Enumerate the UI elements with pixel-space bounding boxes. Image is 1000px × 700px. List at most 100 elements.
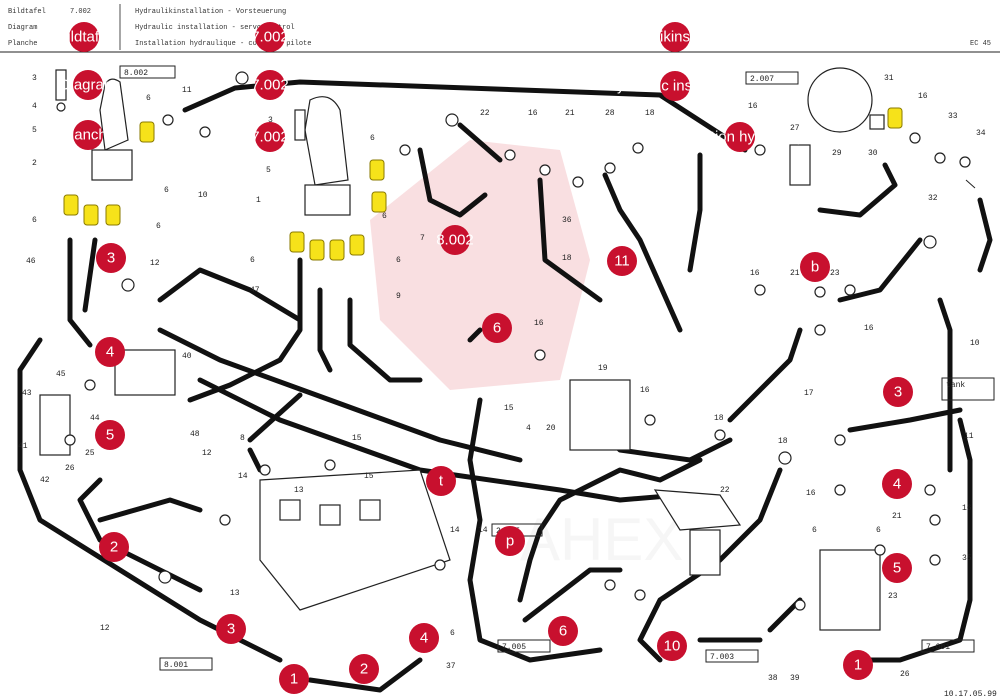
svg-text:1: 1	[290, 671, 298, 688]
marker[interactable]: 4	[95, 337, 125, 367]
marker[interactable]: Hydraulikinstallation	[608, 22, 742, 52]
svg-text:13: 13	[230, 589, 240, 598]
marker[interactable]: 7.002	[251, 22, 289, 52]
svg-text:10: 10	[198, 191, 208, 200]
svg-text:8.002: 8.002	[436, 232, 474, 249]
svg-text:20: 20	[546, 424, 556, 433]
svg-text:6: 6	[164, 186, 169, 195]
marker[interactable]: 7.002	[251, 122, 289, 152]
marker[interactable]: 1	[279, 664, 309, 694]
svg-text:6: 6	[382, 212, 387, 221]
svg-text:12: 12	[150, 259, 160, 268]
marker[interactable]: p	[495, 526, 525, 556]
svg-text:16: 16	[918, 92, 928, 101]
svg-text:46: 46	[26, 257, 36, 266]
svg-text:6: 6	[876, 526, 881, 535]
svg-text:17: 17	[804, 389, 814, 398]
swivel-block	[789, 144, 811, 186]
svg-text:25: 25	[85, 449, 95, 458]
marker[interactable]: 5	[95, 420, 125, 450]
part-numbers: 3 4 5 2 6 46 12 6 11 6 10 6 3 5 1 6 6 7 …	[18, 74, 986, 683]
joystick-left	[55, 69, 133, 181]
svg-text:6: 6	[156, 222, 161, 231]
svg-text:3: 3	[268, 116, 273, 125]
svg-text:21: 21	[565, 109, 575, 118]
svg-text:39: 39	[790, 674, 800, 683]
svg-text:11: 11	[964, 432, 974, 441]
ref-label: 7.005	[502, 643, 526, 652]
line-connection-circles	[121, 71, 976, 584]
svg-text:7.002: 7.002	[251, 77, 289, 94]
svg-text:26: 26	[900, 670, 910, 679]
marker[interactable]: Diagram	[60, 70, 117, 100]
marker[interactable]: 6	[548, 616, 578, 646]
svg-text:Hydraulic installation: Hydraulic installation	[606, 78, 744, 95]
marker[interactable]: 3	[883, 377, 913, 407]
yellow-fittings	[63, 107, 903, 261]
svg-text:8: 8	[240, 434, 245, 443]
title-en: Hydraulic installation - servo control	[135, 24, 295, 32]
svg-text:14: 14	[478, 526, 488, 535]
marker[interactable]: 2	[349, 654, 379, 684]
svg-text:Hydraulikinstallation: Hydraulikinstallation	[608, 29, 741, 46]
svg-text:Installation hydraulique: Installation hydraulique	[663, 129, 816, 146]
svg-text:15: 15	[352, 434, 362, 443]
marker[interactable]: 2	[99, 532, 129, 562]
svg-text:35: 35	[962, 554, 972, 563]
marker[interactable]: Hydraulic installation	[606, 71, 744, 101]
marker[interactable]: b	[800, 252, 830, 282]
marker[interactable]: 10	[657, 631, 687, 661]
svg-text:5: 5	[106, 427, 114, 444]
marker[interactable]: 7.002	[251, 70, 289, 100]
marker[interactable]: 5	[882, 553, 912, 583]
svg-text:27: 27	[790, 124, 800, 133]
fittings	[64, 114, 971, 611]
marker[interactable]: 4	[409, 623, 439, 653]
svg-text:6: 6	[396, 256, 401, 265]
marker[interactable]: 11	[607, 246, 637, 276]
svg-text:34: 34	[976, 129, 986, 138]
svg-text:18: 18	[778, 437, 788, 446]
marker[interactable]: Installation hydraulique	[663, 122, 817, 152]
marker[interactable]: 3	[216, 614, 246, 644]
svg-text:6: 6	[32, 216, 37, 225]
svg-text:5: 5	[893, 560, 901, 577]
header-row-label: Bildtafel	[8, 8, 46, 16]
svg-text:3: 3	[32, 74, 37, 83]
svg-text:7.002: 7.002	[251, 129, 289, 146]
ref-label: 2.007	[750, 75, 774, 84]
watermark-logo: AHEX	[370, 140, 683, 573]
svg-text:12: 12	[202, 449, 212, 458]
marker[interactable]: 4	[882, 469, 912, 499]
marker[interactable]: 6	[482, 313, 512, 343]
marker[interactable]: 3	[96, 243, 126, 273]
svg-text:19: 19	[598, 364, 608, 373]
header-row-label: Diagram	[8, 24, 37, 32]
marker[interactable]: t	[426, 466, 456, 496]
ref-label: 8.001	[164, 661, 188, 670]
marker[interactable]: 1	[843, 650, 873, 680]
pedal	[653, 489, 742, 576]
svg-text:16: 16	[806, 489, 816, 498]
control-valve-block	[259, 469, 451, 611]
svg-text:30: 30	[868, 149, 878, 158]
ref-label: 7.001	[926, 643, 950, 652]
marker[interactable]: 8.002	[436, 225, 474, 255]
svg-text:Bildtafel: Bildtafel	[57, 29, 110, 46]
svg-text:7.002: 7.002	[251, 29, 289, 46]
svg-text:4: 4	[106, 344, 114, 361]
marker[interactable]: Bildtafel	[57, 22, 111, 52]
svg-text:2: 2	[110, 539, 118, 556]
svg-text:33: 33	[948, 112, 958, 121]
svg-text:6: 6	[493, 320, 501, 337]
marker[interactable]: Planche	[61, 120, 115, 150]
svg-text:11: 11	[614, 253, 630, 270]
svg-text:14: 14	[450, 526, 460, 535]
svg-text:28: 28	[605, 109, 615, 118]
svg-text:11: 11	[182, 86, 192, 95]
svg-text:44: 44	[90, 414, 100, 423]
svg-text:6: 6	[370, 134, 375, 143]
svg-text:10: 10	[664, 638, 681, 655]
svg-text:16: 16	[750, 269, 760, 278]
pressure-accumulator	[807, 67, 885, 133]
